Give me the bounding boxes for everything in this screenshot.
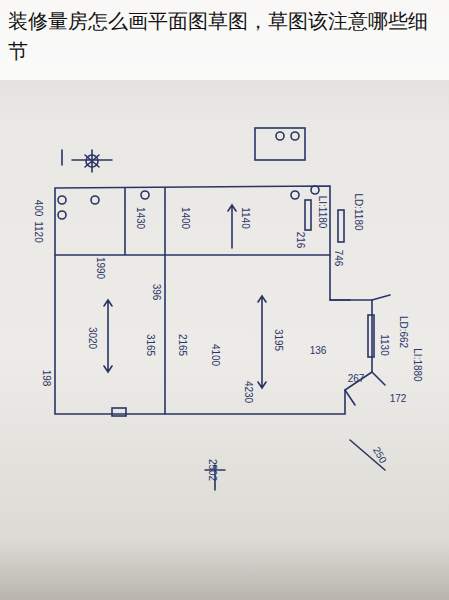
dimension-label: LI:1180 bbox=[317, 196, 328, 229]
dimension-label: 250 bbox=[371, 445, 389, 465]
dimension-label: LD:1180 bbox=[353, 193, 364, 230]
dimension-label: 1140 bbox=[240, 207, 251, 229]
dimension-label: 4230 bbox=[243, 381, 254, 403]
symbol-cross bbox=[72, 150, 112, 172]
dimension-label: 400 bbox=[33, 200, 44, 217]
outlet bbox=[291, 132, 299, 140]
lamp bbox=[311, 186, 319, 194]
dimension-label: 1400 bbox=[180, 207, 191, 229]
window bbox=[305, 200, 311, 230]
dimension-label: 136 bbox=[310, 345, 327, 356]
dimension-label: 1430 bbox=[135, 207, 146, 229]
lamp bbox=[86, 155, 98, 167]
corner-mark bbox=[62, 150, 225, 490]
dimension-arrow bbox=[228, 205, 236, 248]
dimension-label: 2165 bbox=[177, 334, 188, 356]
dimension-arrow bbox=[258, 296, 266, 388]
dimension-label: 267 bbox=[348, 373, 365, 384]
dimension-label: 2502 bbox=[207, 459, 218, 481]
dimension-label: LI:1880 bbox=[412, 348, 423, 381]
outer-wall bbox=[55, 186, 372, 414]
dimension-label: 3165 bbox=[145, 334, 156, 356]
dimension-label: 3195 bbox=[273, 329, 284, 351]
dimension-label: 746 bbox=[333, 250, 344, 267]
dimension-label: 216 bbox=[295, 232, 306, 249]
door bbox=[112, 408, 126, 416]
dimension-label: 4100 bbox=[210, 344, 221, 366]
dimension-label: 198 bbox=[41, 370, 52, 387]
meter-box bbox=[255, 128, 305, 160]
window bbox=[338, 210, 344, 242]
outlet bbox=[276, 132, 284, 140]
dimension-label: 172 bbox=[390, 393, 407, 404]
dimension-label: 1120 bbox=[33, 221, 44, 243]
lamp bbox=[58, 196, 66, 204]
dimension-label: 1990 bbox=[95, 257, 106, 279]
dimension-arrow bbox=[104, 300, 112, 372]
dimension-label: LD:662 bbox=[398, 316, 409, 348]
lamp bbox=[91, 196, 99, 204]
lamp bbox=[291, 191, 299, 199]
lamp bbox=[58, 211, 66, 219]
dimension-label: 1130 bbox=[379, 334, 390, 356]
leader-line bbox=[330, 295, 390, 470]
page-title: 装修量房怎么画平面图草图，草图该注意哪些细节 bbox=[8, 6, 444, 66]
dimension-label: 396 bbox=[151, 284, 162, 301]
inner-wall bbox=[55, 188, 330, 414]
lamp bbox=[141, 191, 149, 199]
dimension-label: 3020 bbox=[87, 327, 98, 349]
window bbox=[368, 315, 374, 357]
